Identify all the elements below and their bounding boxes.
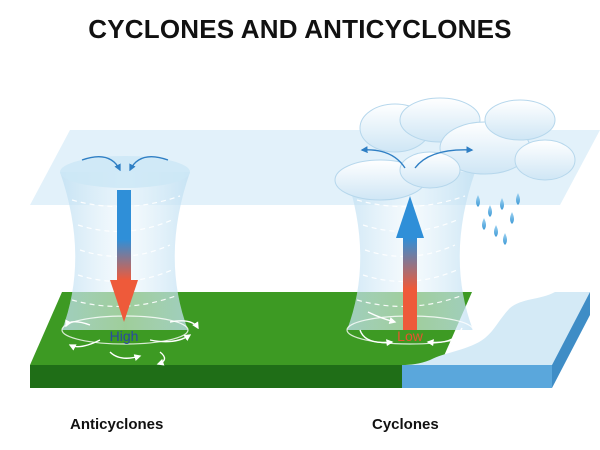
water-front <box>402 365 552 388</box>
high-pressure-label: High <box>110 328 139 344</box>
anticyclone-top-inflow-arrows <box>81 156 169 172</box>
anticyclones-caption: Anticyclones <box>70 416 164 433</box>
rain-drops <box>476 193 520 245</box>
low-pressure-label: Low <box>397 328 424 344</box>
ground-front <box>30 365 402 388</box>
storm-cloud <box>334 97 576 201</box>
cloud-outflow-arrows <box>360 146 474 169</box>
diagram-title: CYCLONES AND ANTICYCLONES <box>88 14 512 44</box>
anticyclone-descending-arrow <box>110 190 138 322</box>
cyclone-inflow-arrows <box>359 311 463 347</box>
cyclones-caption: Cyclones <box>372 416 439 433</box>
anticyclone-outflow-arrows <box>65 319 199 366</box>
water-surface <box>402 292 590 365</box>
water-side <box>552 292 590 388</box>
cyclone-rising-arrow <box>396 196 424 330</box>
